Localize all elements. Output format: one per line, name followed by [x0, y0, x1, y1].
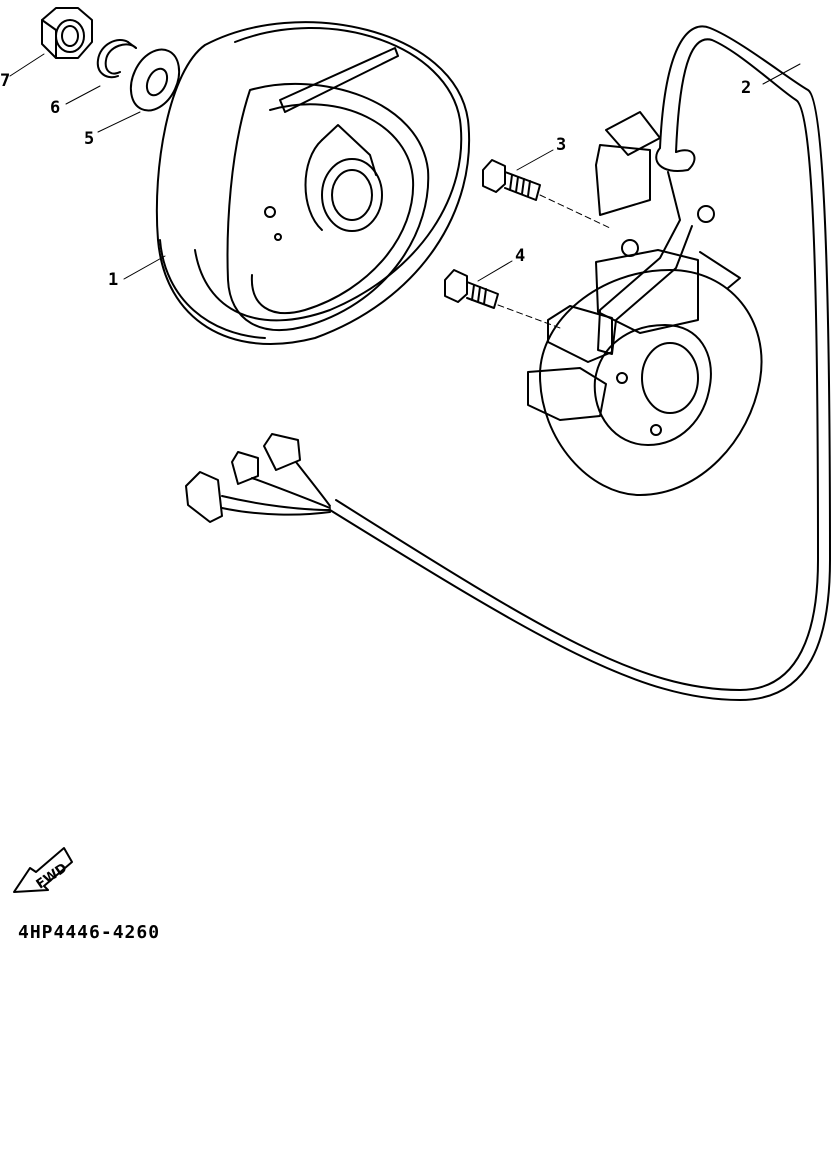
- diagram-part-code: 4HP4446-4260: [18, 922, 161, 943]
- nut-part: [41, 7, 93, 59]
- bolt-4-part: [444, 269, 561, 329]
- callout-3: 3: [556, 135, 567, 155]
- callout-5: 5: [84, 129, 95, 149]
- callout-1: 1: [108, 270, 119, 290]
- callout-2: 2: [741, 78, 752, 98]
- leader-lines: [9, 53, 801, 282]
- callout-6: 6: [50, 98, 61, 118]
- spring-washer-part: [96, 39, 137, 79]
- stator-assembly-part: [185, 25, 831, 701]
- washer-part: [129, 48, 181, 112]
- forward-direction-arrow-icon: FWD: [13, 847, 73, 893]
- callout-7: 7: [0, 71, 11, 91]
- bolt-3-part: [482, 159, 611, 229]
- flywheel-rotor-part: [155, 21, 471, 345]
- callout-4: 4: [515, 246, 526, 266]
